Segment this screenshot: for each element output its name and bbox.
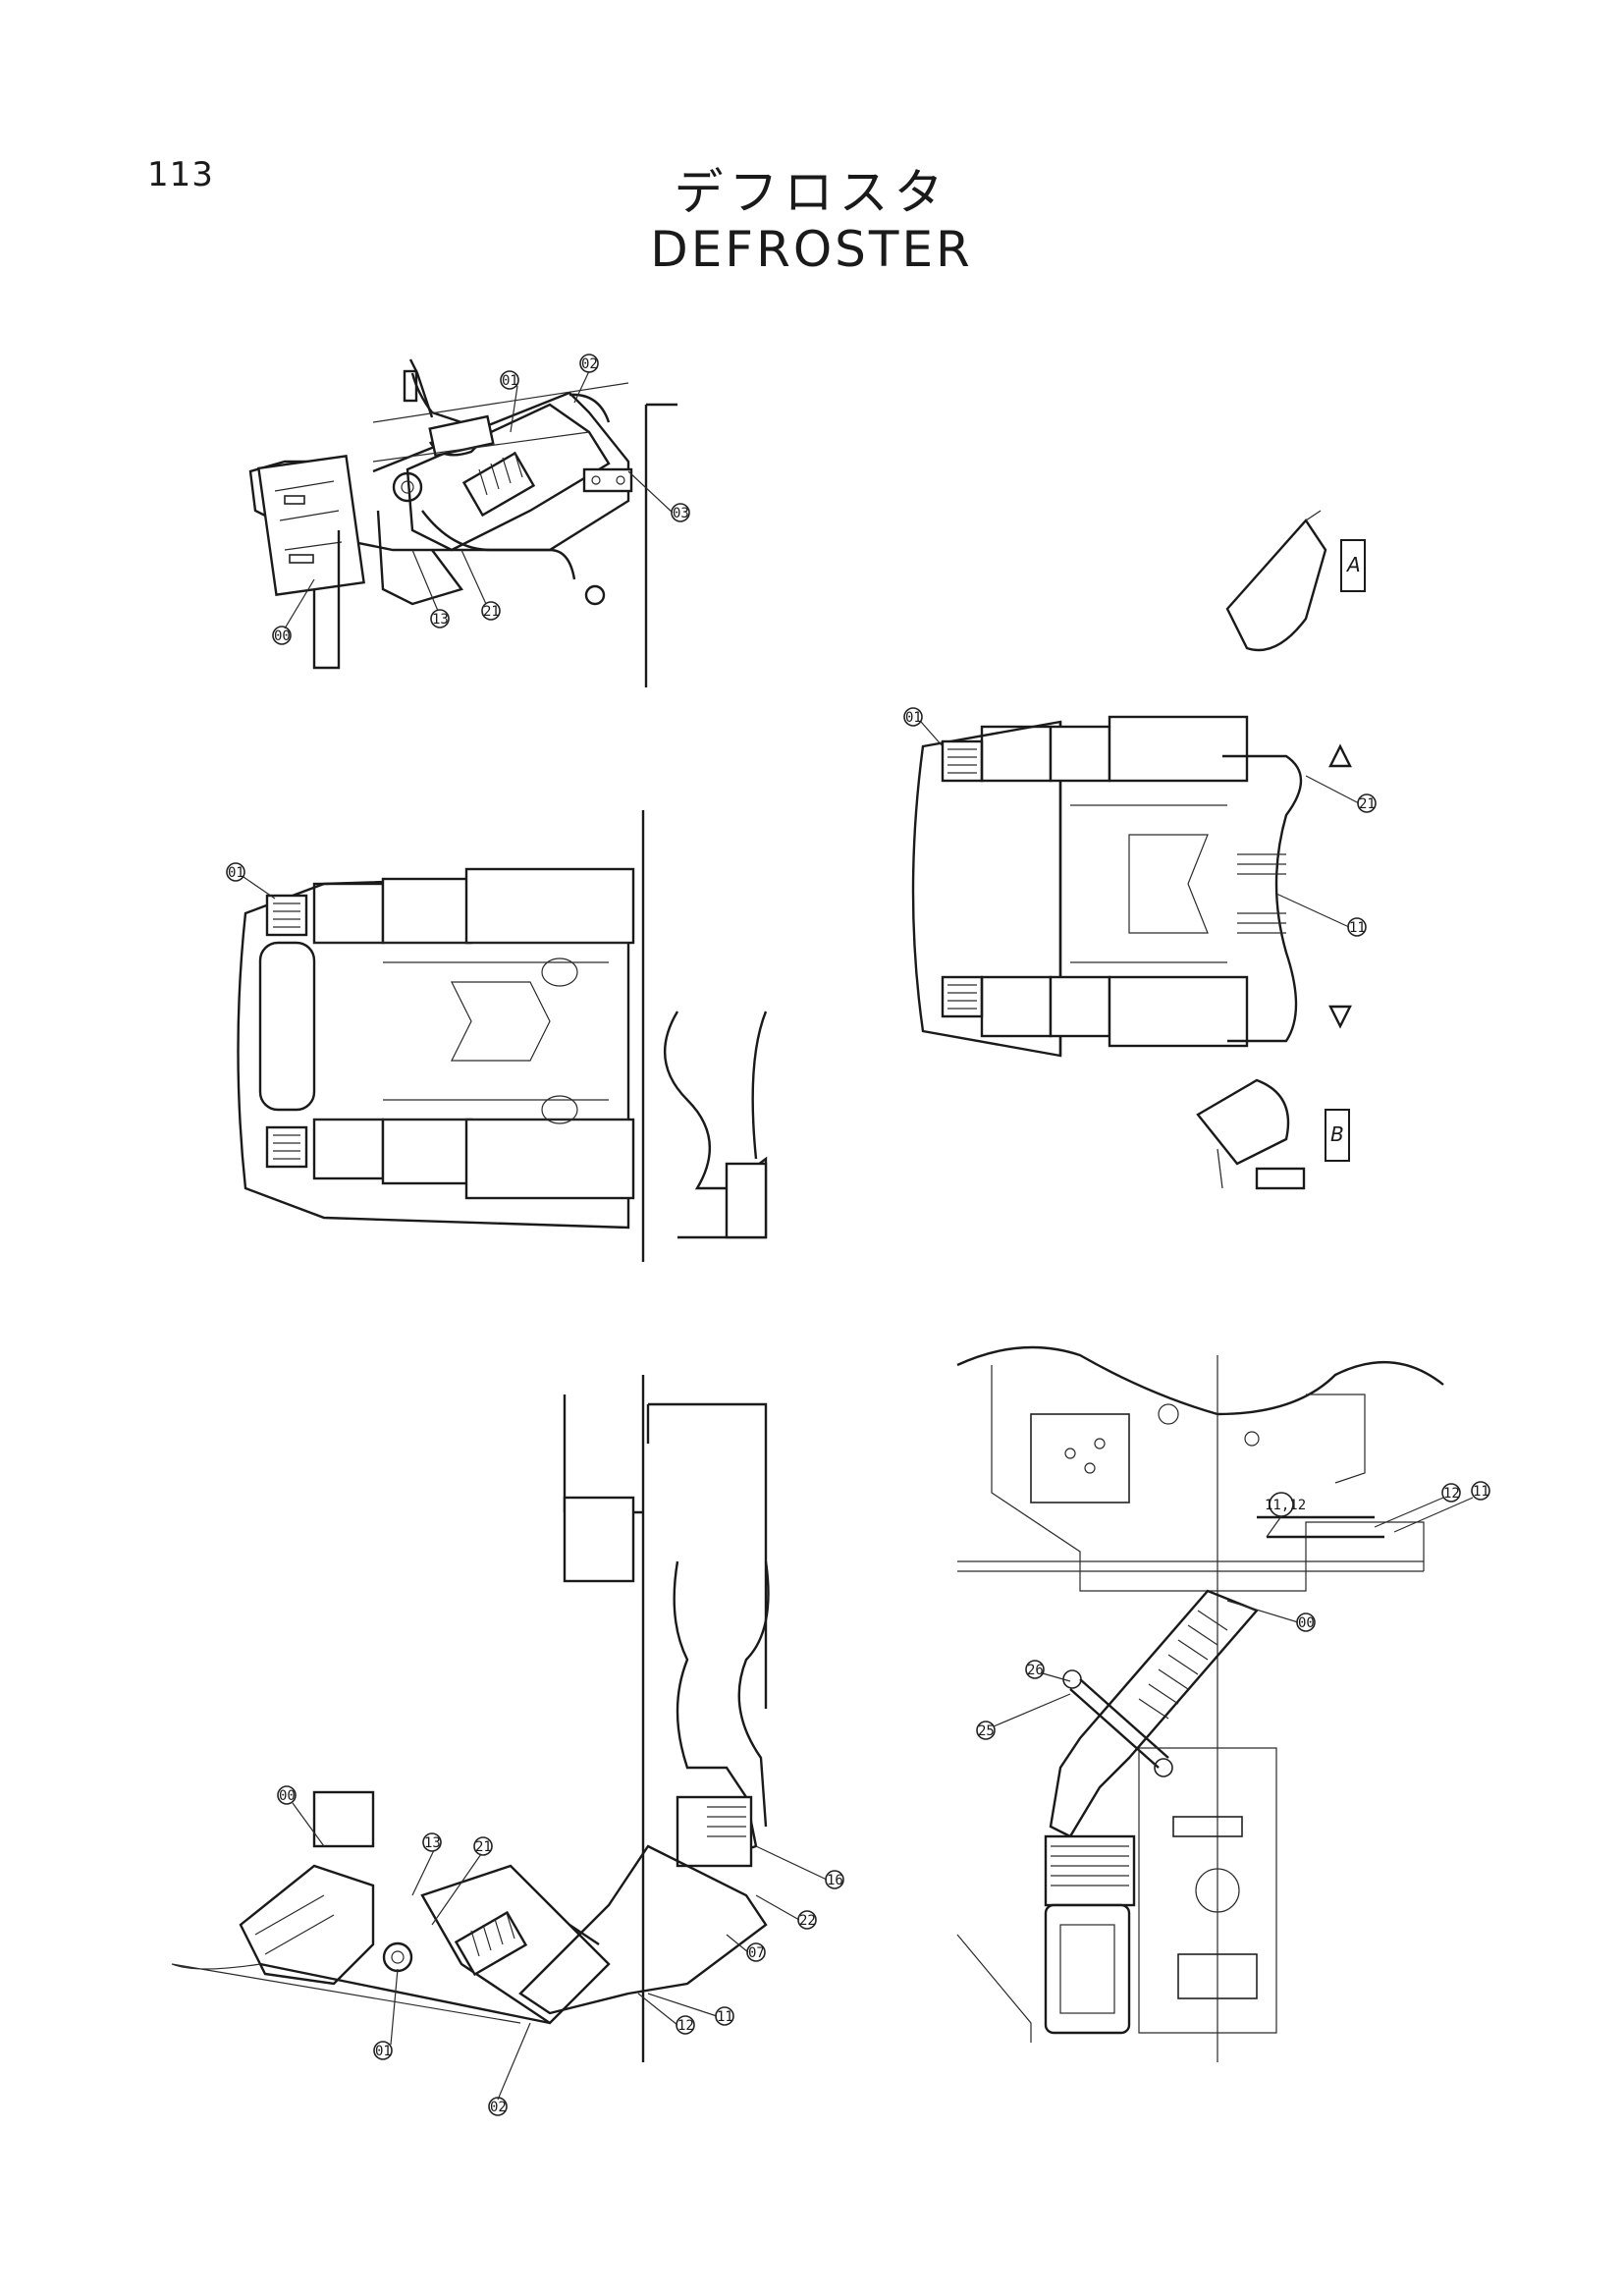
callout-21-bl: 21 [475, 1839, 492, 1855]
title-block: デフロスタ DEFROSTER [0, 164, 1623, 278]
callout-12-br: 12 [1443, 1486, 1460, 1502]
callout-02-bl: 02 [490, 2100, 507, 2115]
callout-11-bl: 11 [717, 2009, 733, 2025]
view-bottom-right: 12 11 11,12 00 26 25 [956, 1345, 1490, 2062]
callout-13-bl: 13 [424, 1835, 441, 1851]
callout-00-br: 00 [1298, 1615, 1315, 1631]
page-number: 113 [147, 155, 214, 194]
callout-22-bl: 22 [799, 1913, 816, 1929]
callout-01-bl: 01 [375, 2044, 392, 2059]
section-label-b: B [1330, 1122, 1344, 1146]
callout-21-right: 21 [1359, 796, 1376, 812]
callout-16-bl: 16 [827, 1873, 843, 1888]
view-middle-right: 01 21 11 [903, 707, 1377, 1058]
callout-01-mid: 01 [228, 865, 244, 881]
callout-02: 02 [581, 356, 598, 372]
callout-12-bl: 12 [677, 2018, 694, 2034]
callout-00: 00 [274, 629, 291, 644]
view-top-left: 01 02 03 21 13 00 [248, 354, 690, 687]
view-section-b: B [1196, 1078, 1350, 1190]
callout-11-12-br: 11,12 [1265, 1498, 1306, 1513]
callout-07-bl: 07 [748, 1945, 765, 1961]
section-label-a: A [1345, 553, 1361, 576]
callout-03: 03 [673, 506, 689, 521]
page-title-english: DEFROSTER [650, 220, 973, 278]
page-title-japanese: デフロスタ [674, 164, 949, 221]
callout-00-bl: 00 [279, 1788, 296, 1804]
view-bottom-left: 00 13 21 01 02 16 22 07 12 11 [171, 1375, 844, 2116]
callout-13: 13 [432, 612, 449, 628]
callout-11-right: 11 [1349, 920, 1366, 936]
view-middle-left: 01 [226, 810, 768, 1262]
callout-11-br: 11 [1473, 1484, 1489, 1500]
callout-25-br: 25 [978, 1723, 995, 1739]
callout-26-br: 26 [1027, 1663, 1044, 1678]
callout-01-right: 01 [905, 710, 922, 726]
callout-01: 01 [502, 373, 518, 389]
view-section-a: A [1225, 510, 1366, 652]
callout-21: 21 [483, 604, 500, 620]
